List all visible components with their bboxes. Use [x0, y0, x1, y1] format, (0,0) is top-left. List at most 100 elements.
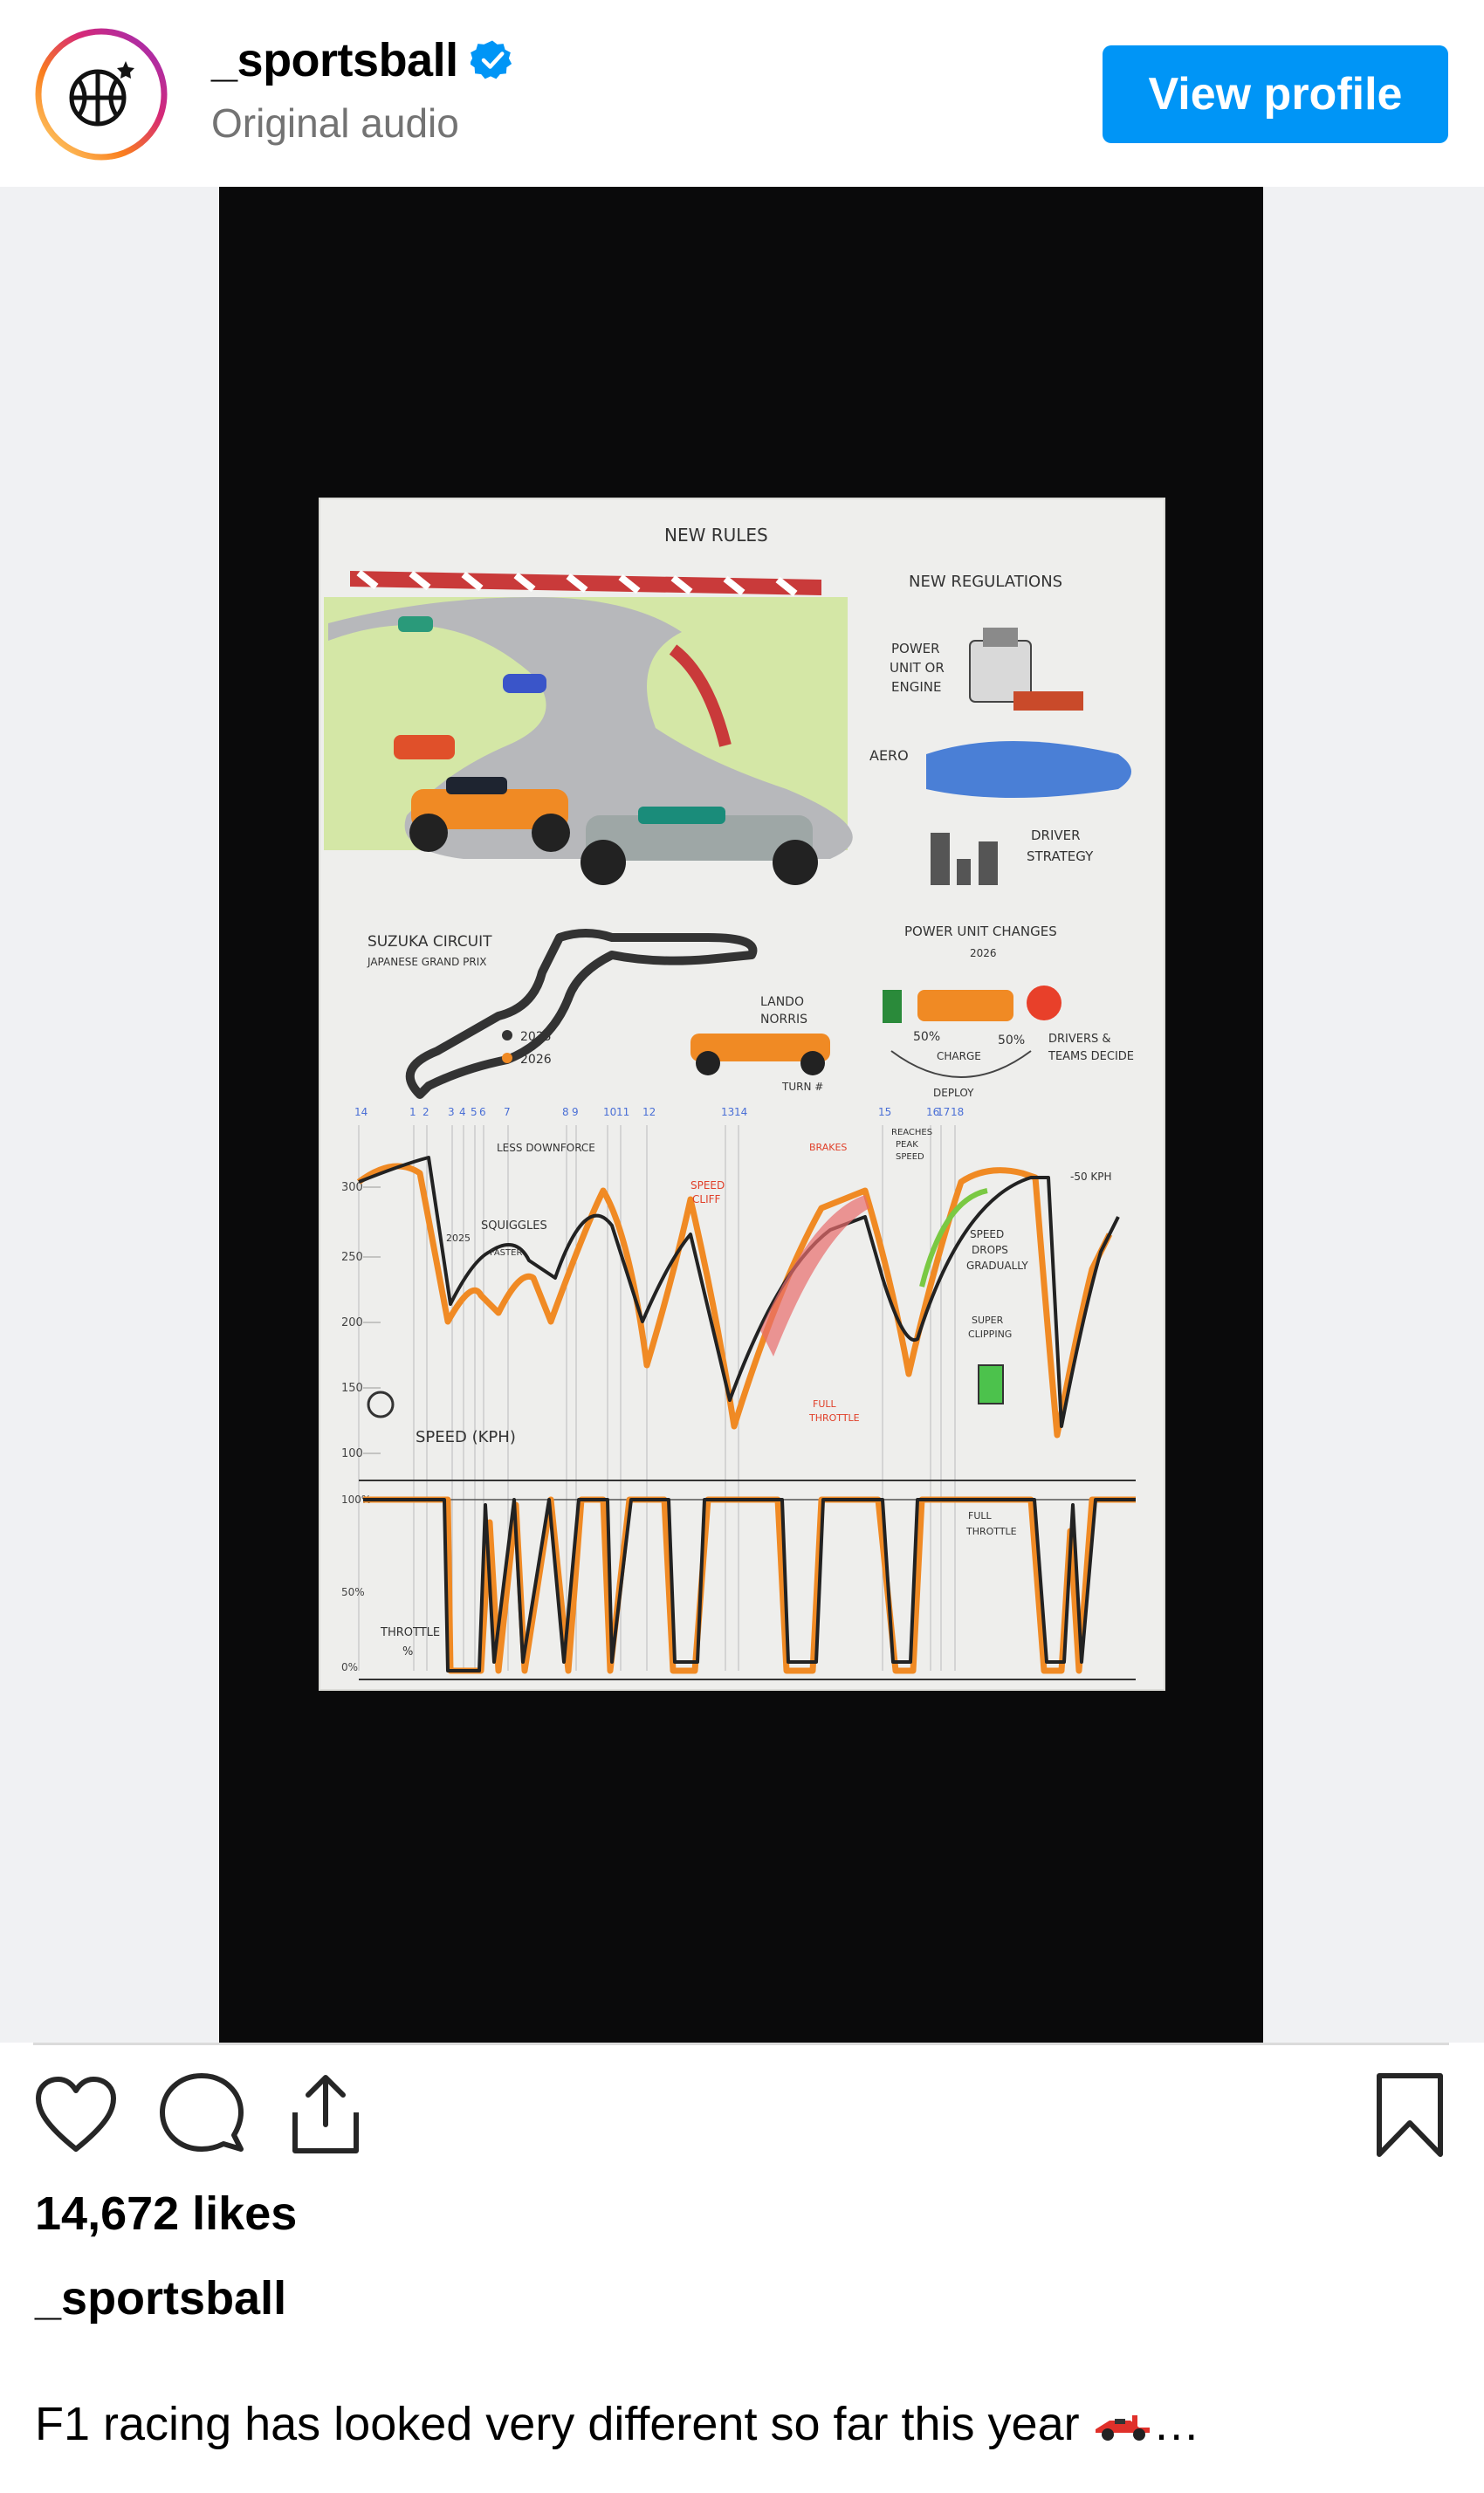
reg-aero: AERO [869, 747, 909, 764]
driver-2: NORRIS [760, 1013, 807, 1027]
peak-arrow [919, 1188, 988, 1288]
turn-number: 14 [734, 1106, 747, 1118]
turn-number: 15 [878, 1106, 891, 1118]
turn-number: 18 [951, 1106, 964, 1118]
engine-sketch [969, 628, 1083, 711]
note-drops-3: GRADUALLY [966, 1260, 1028, 1272]
driver-1: LANDO [760, 995, 804, 1009]
reg-strategy-1: DRIVER [1031, 828, 1081, 843]
speed-tick: 250 [341, 1251, 363, 1264]
avatar[interactable] [35, 28, 168, 161]
turn-label: TURN # [781, 1081, 823, 1093]
caption-more[interactable]: … [1152, 2398, 1200, 2450]
note-clipping-1: SUPER [972, 1315, 1004, 1326]
note-drops-2: DROPS [972, 1244, 1008, 1256]
throttle-label-2: % [402, 1645, 413, 1659]
speed-label: SPEED (KPH) [416, 1428, 516, 1446]
regs-title: NEW REGULATIONS [909, 573, 1062, 591]
throttle-label-1: THROTTLE [380, 1626, 440, 1639]
speed-tick: 200 [341, 1316, 363, 1329]
throttle-tick: 50% [341, 1586, 365, 1598]
pu-year: 2026 [970, 947, 997, 959]
speed-tick: 100 [341, 1447, 363, 1460]
heart-icon[interactable] [28, 2067, 124, 2163]
comment-icon[interactable] [154, 2067, 250, 2163]
reg-power-3: ENGINE [891, 679, 941, 695]
speed-tick: 300 [341, 1181, 363, 1194]
note-faster-2: FASTER [490, 1248, 522, 1258]
post-header: _sportsball Original audio View profile [0, 0, 1484, 187]
pu-charge: CHARGE [937, 1050, 981, 1062]
legend-2026: 2026 [520, 1053, 552, 1067]
turn-number: 6 [479, 1106, 486, 1118]
aero-car-sketch [926, 741, 1131, 798]
turn-number: 7 [504, 1106, 511, 1118]
turn-number: 5 [471, 1106, 477, 1118]
audio-label[interactable]: Original audio [211, 100, 459, 146]
turn-number: 10 [603, 1106, 616, 1118]
throttle-line-2026 [363, 1496, 1136, 1674]
note-downforce: LESS DOWNFORCE [497, 1142, 595, 1154]
throttle-tick: 0% [341, 1661, 358, 1673]
turn-number: 2 [423, 1106, 429, 1118]
note-squiggles: SQUIGGLES [481, 1219, 547, 1233]
caption-text: F1 racing has looked very different so f… [35, 2398, 1080, 2450]
circuit-name: SUZUKA CIRCUIT [368, 933, 492, 951]
turn-number: 9 [572, 1106, 579, 1118]
username-text[interactable]: _sportsball [211, 34, 458, 86]
note-full-a-2: THROTTLE [808, 1412, 860, 1424]
driver-car-sketch [690, 1034, 830, 1075]
note-peak-3: SPEED [896, 1152, 924, 1162]
speed-line-2026 [356, 1163, 1113, 1439]
pu-decide-1: DRIVERS & [1048, 1033, 1111, 1046]
pu-title: POWER UNIT CHANGES [904, 924, 1057, 939]
race-car-emoji [1095, 2415, 1150, 2441]
car-papaya [409, 777, 570, 852]
turn-number: 17 [937, 1106, 950, 1118]
turn-number: 11 [616, 1106, 629, 1118]
note-brakes: BRAKES [809, 1142, 847, 1153]
pu-decide-2: TEAMS DECIDE [1048, 1050, 1134, 1063]
note-full-a-1: FULL [813, 1398, 837, 1410]
video-frame[interactable]: NEW RULES [219, 187, 1263, 2043]
circuit-sub: JAPANESE GRAND PRIX [367, 956, 487, 968]
turn-number: 12 [642, 1106, 656, 1118]
note-drops-1: SPEED [970, 1228, 1004, 1240]
bookmark-icon[interactable] [1362, 2067, 1458, 2163]
divider [33, 2043, 1449, 2045]
note-peak-2: PEAK [896, 1140, 918, 1150]
note-full-b-2: THROTTLE [965, 1526, 1017, 1537]
basketball-icon [69, 69, 127, 127]
note-cliff-1: SPEED [690, 1179, 725, 1192]
circuit-map [405, 929, 758, 1099]
view-profile-button[interactable]: View profile [1103, 45, 1448, 143]
pu-deploy: DEPLOY [933, 1087, 974, 1099]
share-icon[interactable] [278, 2067, 374, 2163]
throttle-chart: 100%50%0% THROTTLE % FULL THROTTLE [341, 1494, 1136, 1674]
turn-number: 1 [409, 1106, 416, 1118]
note-peak-1: REACHES [891, 1128, 932, 1137]
post-media[interactable]: NEW RULES [0, 187, 1484, 2043]
username[interactable]: _sportsball [211, 33, 514, 87]
note-minus50: -50 KPH [1070, 1171, 1112, 1183]
throttle-line-2025 [363, 1498, 1136, 1672]
reg-power-2: UNIT OR [890, 660, 945, 676]
turn-number: 13 [721, 1106, 734, 1118]
reg-strategy-2: STRATEGY [1027, 848, 1094, 864]
sketch-title: NEW RULES [664, 525, 768, 546]
caption-username[interactable]: _sportsball [35, 2272, 287, 2325]
note-full-b-1: FULL [968, 1510, 993, 1521]
caption: F1 racing has looked very different so f… [35, 2397, 1200, 2451]
pu-left: 50% [913, 1030, 940, 1044]
car-silver [581, 807, 818, 885]
like-count[interactable]: 14,672 likes [35, 2187, 298, 2240]
note-faster-1: 2025 [446, 1233, 471, 1244]
turn-number: 8 [562, 1106, 569, 1118]
verified-badge-icon [470, 40, 512, 79]
turn-number: 14 [354, 1106, 368, 1118]
turn-number: 3 [448, 1106, 455, 1118]
brake-highlight [760, 1195, 869, 1356]
pu-right: 50% [998, 1034, 1025, 1047]
